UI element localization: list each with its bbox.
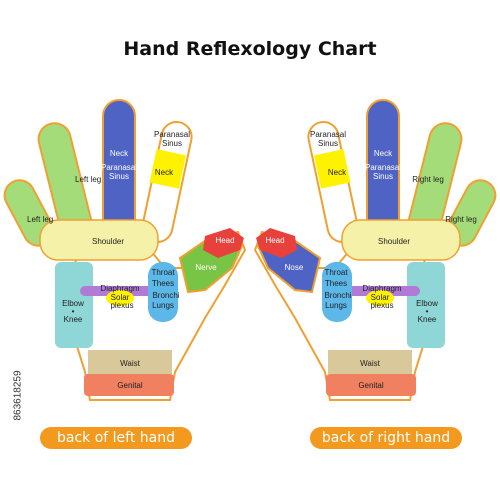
page-title: Hand Reflexology Chart [123,38,377,60]
right-elbow-label: Elbow [416,299,438,308]
right-throat-lungs-zone [322,262,352,322]
left-thees-label: Thees [152,279,174,288]
right-index-neck-zone [314,149,351,189]
left-lungs-label: Lungs [152,301,174,310]
left-neck-label: Neck [110,149,129,158]
right-solar-plexus-zone [366,290,394,306]
left-head-zone [203,228,244,258]
left-leg-label-upper: Left leg [75,175,101,184]
left-shoulder-label: Shoulder [92,237,124,246]
right-paranasal-index-1: Paranasal [310,130,346,139]
right-paranasal-middle-1: Paranasal [365,163,401,172]
right-bronchi-label: Bronchi [324,291,351,300]
left-elbow-label: Elbow [62,299,84,308]
right-lungs-label: Lungs [325,301,347,310]
left-head-label: Head [215,236,234,245]
right-throat-label: Throat [324,268,348,277]
right-bullet: • [426,307,429,316]
right-plexus-label: plexus [370,301,393,310]
right-elbow-knee-zone [407,262,445,348]
right-shoulder-zone [341,219,461,261]
left-index-neck-zone [149,149,186,189]
left-waist-zone [88,350,172,374]
right-head-zone [256,228,297,258]
left-throat-label: Throat [151,268,175,277]
right-diaphragm-label: Diaphragm [362,284,401,293]
left-diaphragm-label: Diaphragm [100,284,139,293]
right-paranasal-index-2: Sinus [318,139,338,148]
right-shoulder-label: Shoulder [378,237,410,246]
left-throat-lungs-zone [148,262,178,322]
right-genital-label: Genital [358,381,384,390]
left-neck-index-label: Neck [155,168,174,177]
right-neck-label: Neck [374,149,393,158]
right-knee-label: Knee [418,315,437,324]
right-leg-label-upper: Right leg [412,175,444,184]
left-nerve-label: Nerve [195,263,217,272]
right-paranasal-middle-2: Sinus [373,172,393,181]
right-nose-label: Nose [285,263,304,272]
right-thees-label: Thees [325,279,347,288]
left-genital-label: Genital [117,381,143,390]
right-hand-caption: back of right hand [310,427,462,449]
right-hand: Right leg Right leg Neck Paranasal Sinus… [253,99,497,401]
left-paranasal-middle-1: Paranasal [101,163,137,172]
left-paranasal-middle-2: Sinus [109,172,129,181]
left-shoulder-zone [39,219,159,261]
right-leg-label-lower: Right leg [445,215,477,224]
right-waist-zone [328,350,412,374]
left-knee-label: Knee [64,315,83,324]
left-paranasal-index-2: Sinus [162,139,182,148]
right-head-label: Head [265,236,284,245]
right-neck-index-label: Neck [328,168,347,177]
left-solar-plexus-zone [106,290,134,306]
left-waist-label: Waist [120,359,140,368]
left-leg-label-lower: Left leg [27,215,53,224]
left-bronchi-label: Bronchi [152,291,179,300]
right-waist-label: Waist [360,359,380,368]
right-solar-label: Solar [371,293,390,302]
left-hand: Left leg Left leg Neck Paranasal Sinus P… [3,99,247,401]
left-paranasal-index-1: Paranasal [154,130,190,139]
left-elbow-knee-zone [55,262,93,348]
right-genital-zone [326,374,416,396]
left-hand-caption: back of left hand [40,427,192,449]
left-plexus-label: plexus [110,301,133,310]
left-bullet: • [72,307,75,316]
left-genital-zone [84,374,174,396]
left-solar-label: Solar [111,293,130,302]
